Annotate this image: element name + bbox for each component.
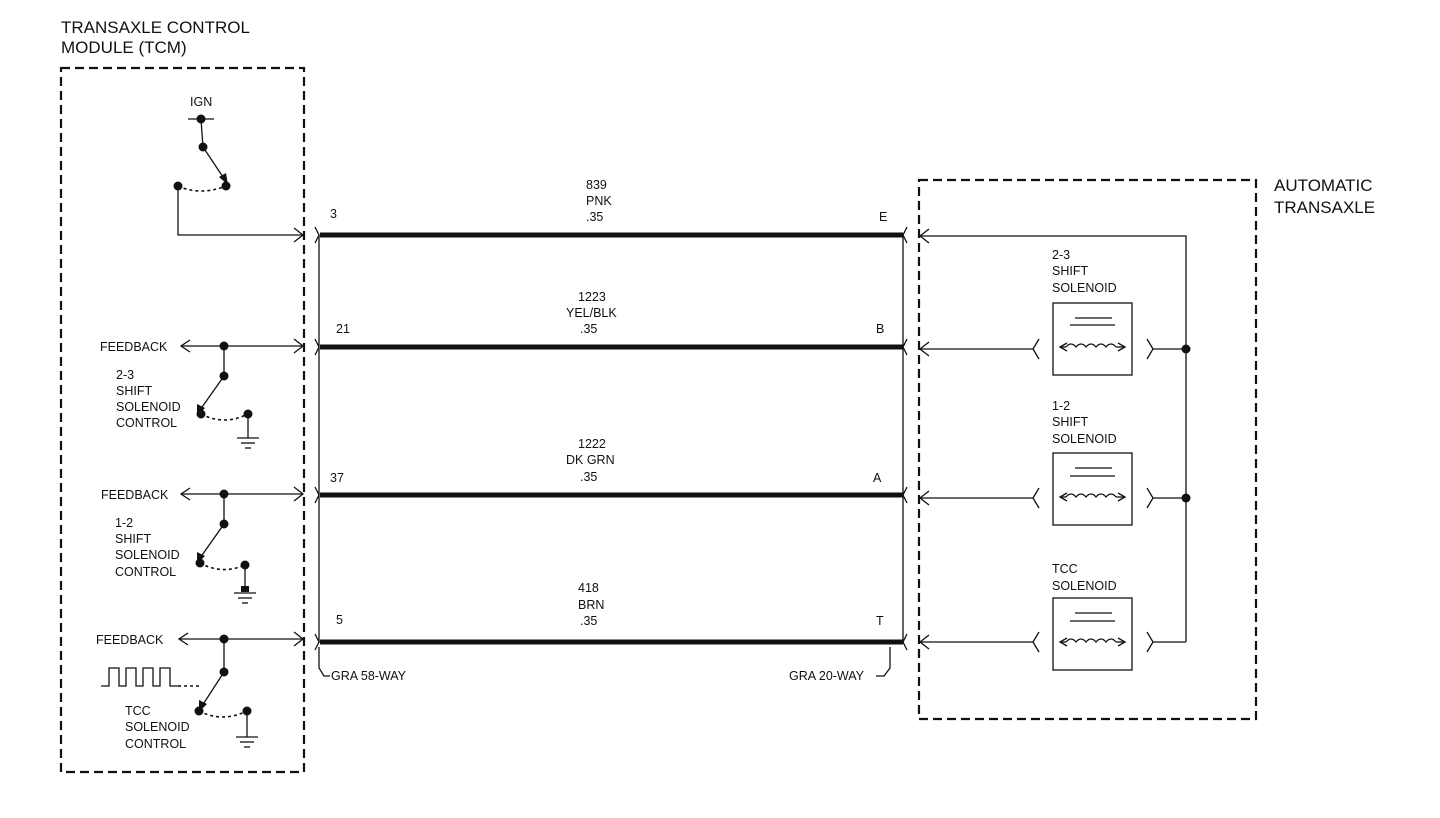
tcm-boundary <box>59 66 306 774</box>
channel-tcc-control: FEEDBACK TCC SOLENOID CONTROL <box>96 631 305 751</box>
wiring-harness: 839 PNK .35 3 E 1223 YEL/BLK .35 21 B 12… <box>314 178 908 683</box>
control-2-3-line1: 2-3 <box>116 368 134 382</box>
control-2-3-line4: CONTROL <box>116 416 177 430</box>
tcm-title-line2: MODULE (TCM) <box>61 38 187 57</box>
solenoid-1-2-line1: 1-2 <box>1052 399 1070 413</box>
solenoid-tcc: TCC SOLENOID <box>918 562 1186 671</box>
control-tcc-line1: TCC <box>125 704 151 718</box>
control-1-2-line3: SOLENOID <box>115 548 180 562</box>
transaxle-title-line2: TRANSAXLE <box>1274 198 1375 217</box>
tcm-pin: 5 <box>336 613 343 627</box>
connector-right-label: GRA 20-WAY <box>789 669 865 683</box>
pwm-waveform <box>101 667 178 687</box>
transaxle-pin: E <box>879 210 887 224</box>
transaxle-boundary <box>917 178 1258 721</box>
connector-left-label: GRA 58-WAY <box>331 669 407 683</box>
tcm-title-line1: TRANSAXLE CONTROL <box>61 18 250 37</box>
wire-color: YEL/BLK <box>566 306 617 320</box>
solenoid-tcc-line1: TCC <box>1052 562 1078 576</box>
feedback-label-3: FEEDBACK <box>96 633 164 647</box>
tcm-pin: 21 <box>336 322 350 336</box>
transaxle-title-line1: AUTOMATIC <box>1274 176 1373 195</box>
transaxle-pin: T <box>876 614 884 628</box>
circuit-number: 1222 <box>578 437 606 451</box>
circuit-1222: 1222 DK GRN .35 37 A <box>314 437 908 504</box>
channel-2-3-control: FEEDBACK 2-3 SHIFT SOLENOID CONTROL <box>100 338 305 449</box>
wire-color: DK GRN <box>566 453 615 467</box>
channel-1-2-control: FEEDBACK 1-2 SHIFT SOLENOID CONTROL <box>101 486 305 604</box>
solenoid-1-2-line2: SHIFT <box>1052 415 1088 429</box>
transaxle-pin: A <box>873 471 882 485</box>
wire-gauge: .35 <box>580 470 597 484</box>
feedback-label-1: FEEDBACK <box>100 340 168 354</box>
control-2-3-line2: SHIFT <box>116 384 152 398</box>
tcm-module: TRANSAXLE CONTROL MODULE (TCM) IGN FEEDB… <box>59 18 306 774</box>
ign-label: IGN <box>190 95 212 109</box>
circuit-number: 418 <box>578 581 599 595</box>
control-1-2-line4: CONTROL <box>115 565 176 579</box>
control-2-3-line3: SOLENOID <box>116 400 181 414</box>
circuit-number: 1223 <box>578 290 606 304</box>
wire-color: BRN <box>578 598 604 612</box>
connector-left: GRA 58-WAY <box>318 647 407 683</box>
ign-switch: IGN <box>173 95 305 243</box>
tcm-pin: 37 <box>330 471 344 485</box>
control-tcc-line3: CONTROL <box>125 737 186 751</box>
wire-color: PNK <box>586 194 612 208</box>
connector-right: GRA 20-WAY <box>789 647 891 683</box>
circuit-418: 418 BRN .35 5 T <box>314 581 908 651</box>
solenoid-1-2-shift: 1-2 SHIFT SOLENOID <box>918 399 1191 526</box>
circuit-1223: 1223 YEL/BLK .35 21 B <box>314 290 908 356</box>
solenoid-2-3-shift: 2-3 SHIFT SOLENOID <box>918 248 1191 376</box>
feedback-label-2: FEEDBACK <box>101 488 169 502</box>
control-1-2-line1: 1-2 <box>115 516 133 530</box>
circuit-number: 839 <box>586 178 607 192</box>
wire-gauge: .35 <box>580 614 597 628</box>
solenoid-tcc-line2: SOLENOID <box>1052 579 1117 593</box>
tcm-pin: 3 <box>330 207 337 221</box>
wire-gauge: .35 <box>580 322 597 336</box>
circuit-839: 839 PNK .35 3 E <box>314 178 908 244</box>
control-1-2-line2: SHIFT <box>115 532 151 546</box>
wire-gauge: .35 <box>586 210 603 224</box>
transaxle-module: AUTOMATIC TRANSAXLE 2-3 SHIFT SOLENOID <box>917 176 1375 721</box>
transaxle-pin: B <box>876 322 884 336</box>
solenoid-1-2-line3: SOLENOID <box>1052 432 1117 446</box>
control-tcc-line2: SOLENOID <box>125 720 190 734</box>
solenoid-2-3-line2: SHIFT <box>1052 264 1088 278</box>
solenoid-2-3-line3: SOLENOID <box>1052 281 1117 295</box>
solenoid-2-3-line1: 2-3 <box>1052 248 1070 262</box>
